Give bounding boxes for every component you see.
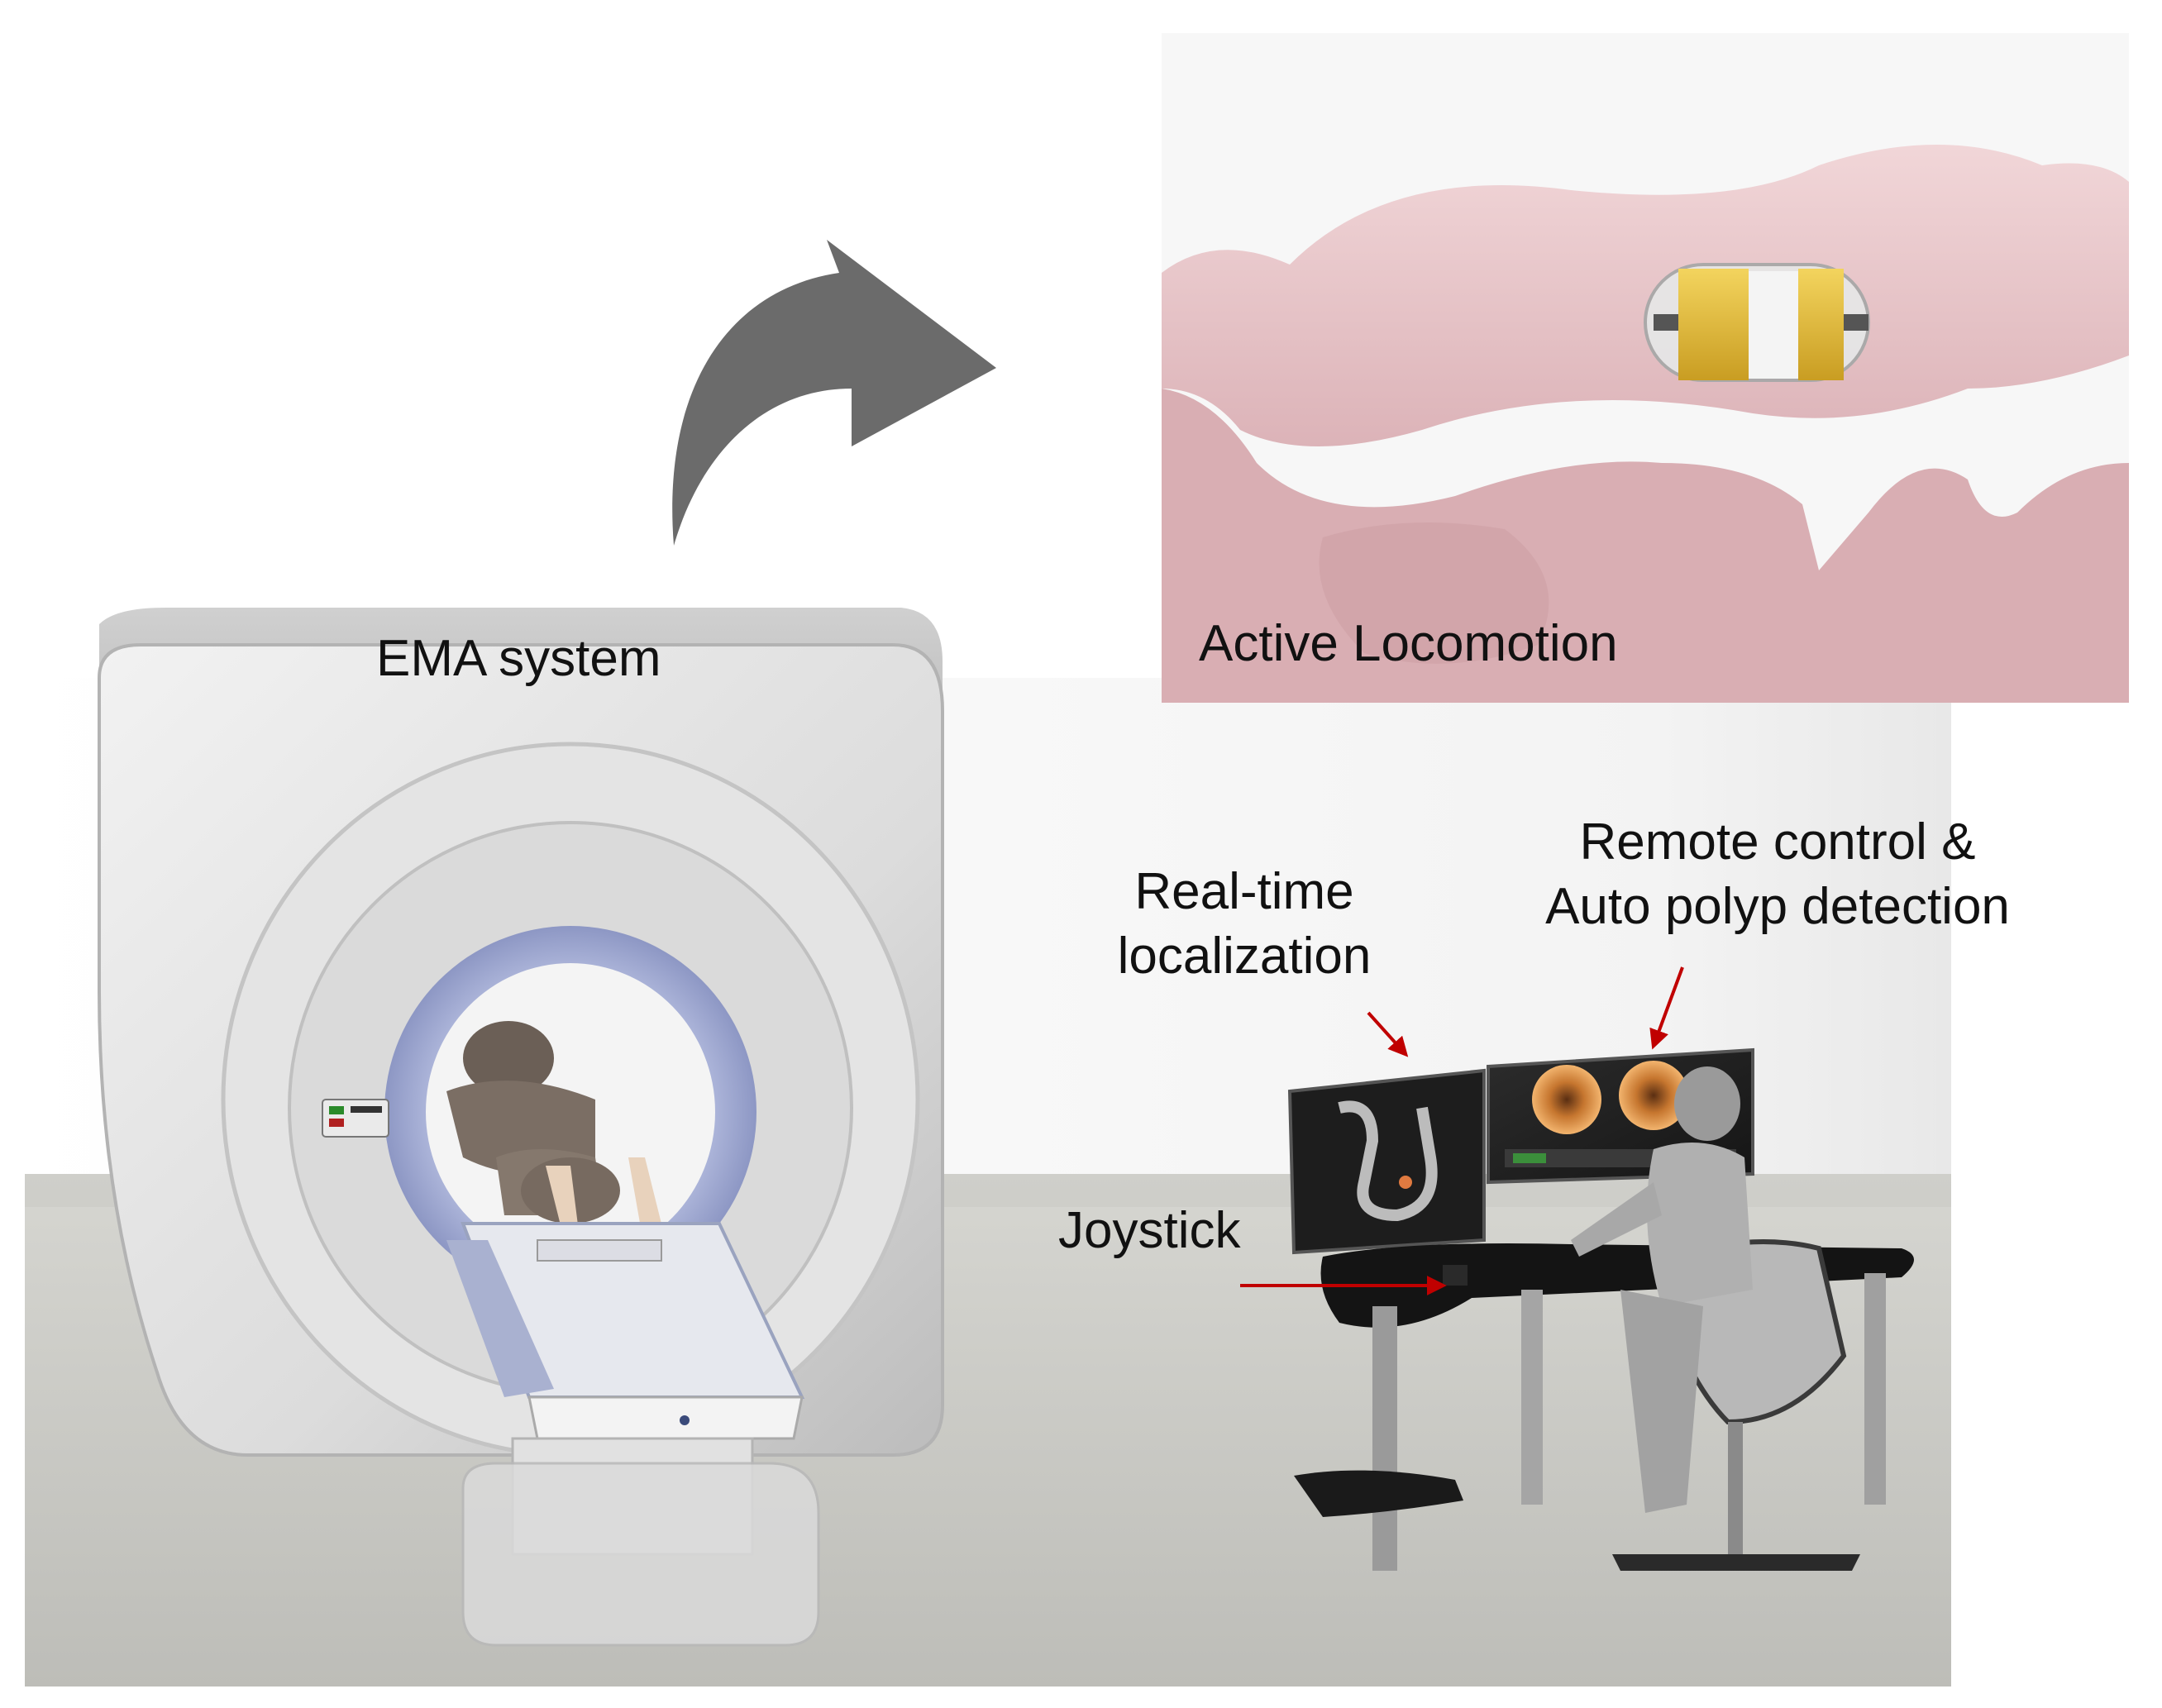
colon-inset <box>1162 33 2129 703</box>
patient <box>446 1021 661 1232</box>
ema-scanner <box>98 608 944 1647</box>
joystick-icon <box>1443 1265 1468 1286</box>
desk-leg-right <box>1864 1273 1886 1505</box>
localization-monitor <box>1287 1068 1486 1255</box>
operator-figure <box>1571 1066 1753 1513</box>
operator-workstation <box>1287 1047 1914 1571</box>
colon-wall-upper <box>1162 145 2129 446</box>
arrow-realtime-localization <box>1367 1011 1409 1057</box>
colon-fold <box>1319 522 1549 664</box>
endoscope-view-right <box>1619 1061 1688 1130</box>
label-realtime-line2: localization <box>1117 927 1372 985</box>
desk-leg-left <box>1372 1306 1397 1571</box>
label-realtime-line1: Real-time <box>1134 863 1354 920</box>
arrow-remote-control <box>1649 966 1684 1050</box>
label-realtime-localization: Real-time localization <box>1079 860 1410 988</box>
table-base <box>461 1462 820 1647</box>
capsule-magnet-right <box>1798 269 1844 380</box>
label-active-locomotion: Active Locomotion <box>1199 615 1618 672</box>
capsule-robot <box>1644 263 1870 382</box>
label-ema-system: EMA system <box>376 630 661 687</box>
label-remote-line1: Remote control & <box>1579 813 1976 871</box>
desk-foot <box>1294 1470 1463 1517</box>
scanner-control-panel <box>322 1099 389 1138</box>
capsule-magnet-left <box>1678 269 1749 380</box>
desk-leg-center <box>1521 1290 1543 1505</box>
label-remote-line2: Auto polyp detection <box>1545 877 2010 935</box>
label-joystick: Joystick <box>1058 1202 1241 1259</box>
curved-arrow-icon <box>672 240 996 546</box>
colon-xray-image <box>1338 1100 1438 1222</box>
capsule-core <box>1749 271 1798 379</box>
table-top-pad <box>537 1239 662 1262</box>
endoscope-view-left <box>1532 1065 1601 1134</box>
label-remote-control: Remote control & Auto polyp detection <box>1488 810 2067 938</box>
